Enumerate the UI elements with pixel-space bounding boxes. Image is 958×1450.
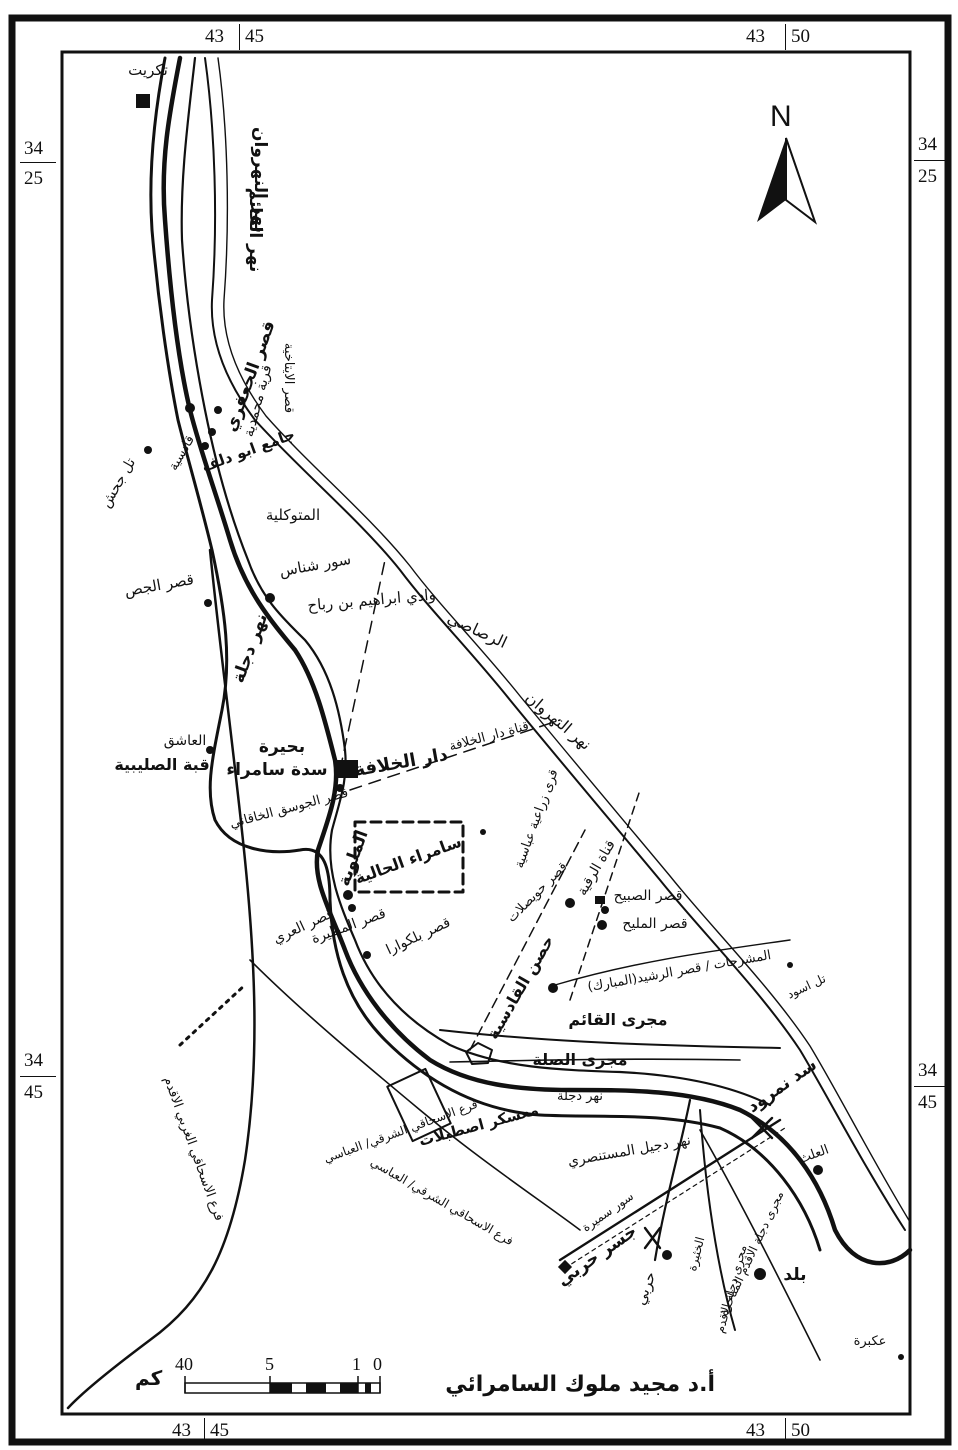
label-qasr-balkuwara: قصر بلكوارا bbox=[384, 915, 453, 959]
coord-left-1: 34 bbox=[24, 138, 43, 159]
label-nahr-dijla-low: نهر دجلة bbox=[557, 1089, 603, 1104]
label-sadd-nimrud: سد نمرود bbox=[744, 1055, 821, 1117]
north-arrow: N bbox=[753, 100, 819, 230]
label-tal-aswad: تل اسود bbox=[785, 971, 829, 1002]
coord-top-4: 50 bbox=[791, 26, 810, 47]
coord-left-2: 25 bbox=[24, 168, 43, 189]
label-majra-alqaim: مجرى القائم bbox=[568, 1010, 667, 1029]
label-alqadisiya: قادسية bbox=[166, 433, 198, 473]
label-dar-alkhilafa: دار الخلافة bbox=[353, 744, 450, 781]
scale-tick-40: 40 bbox=[175, 1354, 193, 1374]
coord-bottom-3: 43 bbox=[746, 1420, 765, 1441]
label-tikrit: تكريت bbox=[128, 61, 168, 79]
coord-right-3: 34 bbox=[918, 1060, 937, 1081]
label-nahr-dujail: نهر دجيل المستنصري bbox=[567, 1132, 693, 1169]
label-harbi: حربي bbox=[631, 1269, 661, 1308]
coord-right-1: 34 bbox=[918, 134, 937, 155]
inner-frame bbox=[60, 50, 912, 1416]
qanat-ruqayyia bbox=[469, 829, 586, 1051]
label-qanat-ruqayyia: قناة الرقية bbox=[574, 837, 618, 898]
coord-right-2: 25 bbox=[918, 166, 937, 187]
coord-right-4: 45 bbox=[918, 1092, 937, 1113]
dujail-river bbox=[653, 1098, 692, 1262]
mushrahat-line bbox=[554, 939, 791, 986]
label-qasr-huwaisil: قصر حويصلات bbox=[504, 859, 570, 925]
sadd-nimrud bbox=[750, 1116, 774, 1140]
label-qasr-aljiss: قصر الجص bbox=[123, 570, 195, 600]
tikrit-marker bbox=[136, 94, 150, 108]
label-alalath: العلث bbox=[797, 1142, 831, 1167]
jisr-harbi bbox=[643, 1226, 662, 1250]
dar-alkhilafa-marker bbox=[336, 760, 358, 778]
scale-tick-5: 5 bbox=[265, 1354, 274, 1374]
label-almushrahat: المشرحات / قصر الرشيد(المبارك) bbox=[586, 948, 772, 995]
canal-to-east bbox=[569, 789, 641, 1001]
label-nahr-alqaim: نهر القائم bbox=[245, 188, 265, 273]
hisn-qadisiya-outline bbox=[465, 1042, 493, 1065]
majra-alqaim bbox=[439, 1029, 781, 1049]
label-far-ishaqi-sharqi-2: فرع الاسحاقي الشرقي/ العباسي bbox=[368, 1155, 516, 1249]
label-alkhuthaira: الخثيرة bbox=[685, 1235, 709, 1273]
author-credit: أ.د مجيد ملوك السامرائي bbox=[445, 1372, 715, 1397]
label-qasr-alaiwan: قصر الايتاخية bbox=[281, 343, 296, 413]
label-qanat-dar-alkhilafa: قناة دار الخلافة bbox=[448, 719, 531, 755]
north-arrow-icon bbox=[757, 137, 818, 225]
dujail-river-2 bbox=[699, 1109, 736, 1331]
sur-sumaira-2 bbox=[564, 1127, 786, 1269]
label-majra-alsila: مجرى الصلة bbox=[532, 1050, 627, 1069]
label-tal-jahash: تل جحش bbox=[98, 455, 139, 510]
label-qubbat-alsulaibiya: قبة الصليبية bbox=[114, 755, 209, 774]
north-letter: N bbox=[770, 100, 792, 133]
outer-frame bbox=[8, 14, 952, 1446]
qanat-dar-alkhilafa bbox=[349, 719, 561, 791]
coord-left-4: 45 bbox=[24, 1082, 43, 1103]
nahrawan-canal bbox=[204, 57, 906, 1231]
nahrawan-canal-inner bbox=[217, 57, 911, 1223]
label-buhaira: بحيرة bbox=[259, 737, 305, 757]
tigris-west-bank bbox=[149, 56, 822, 1252]
coord-bottom-4: 50 bbox=[791, 1420, 810, 1441]
label-nahr-alnahrawan: نهر النهروان bbox=[521, 688, 595, 755]
label-sur-shinas: سور شناس bbox=[278, 550, 352, 580]
coord-bottom-1: 43 bbox=[172, 1420, 191, 1441]
coord-left-3: 34 bbox=[24, 1050, 43, 1071]
label-far-ishaqi-gharbi: فرع الاسحاقي الغربي الاقدم bbox=[160, 1075, 226, 1223]
scale-unit: كم bbox=[135, 1366, 163, 1390]
scale-tick-0: 0 bbox=[373, 1354, 382, 1374]
label-wadi-ibrahim: وادي ابراهيم بن رباح bbox=[307, 585, 437, 615]
istablat-camp bbox=[386, 1067, 452, 1143]
sur-sumaira bbox=[558, 1118, 782, 1262]
tigris-river bbox=[161, 55, 913, 1266]
coord-top-1: 43 bbox=[205, 26, 224, 47]
scale-bar bbox=[184, 1376, 381, 1394]
coord-top-3: 43 bbox=[746, 26, 765, 47]
ishaqi-west-branch bbox=[66, 548, 256, 1410]
ishaqi-east-branch bbox=[249, 959, 581, 1231]
coord-top-2: 45 bbox=[245, 26, 264, 47]
coord-bottom-2: 45 bbox=[210, 1420, 229, 1441]
label-balad: بلد bbox=[783, 1265, 806, 1285]
label-ukbara: عكبرة bbox=[854, 1334, 887, 1349]
label-nahr-dijla: نهر دجلة bbox=[229, 611, 273, 686]
road-dar-alkhilafa bbox=[339, 559, 386, 771]
label-almutawakkiliya: المتوكلية bbox=[266, 506, 320, 524]
label-qasr-subh: قصر الصبيح bbox=[614, 888, 683, 904]
old-tigris-course bbox=[699, 1129, 821, 1361]
label-saddat-samarra: سدة سامراء bbox=[226, 760, 327, 780]
majra-alsila bbox=[449, 1058, 741, 1063]
label-hisn-alqadisiya: حصن القادسية bbox=[483, 932, 558, 1042]
label-alashiq: العاشق bbox=[164, 733, 207, 749]
samarra-modern-outline bbox=[353, 820, 465, 894]
label-nahr-alnahrawan-top: نهر النهروان bbox=[250, 127, 270, 233]
dotted-western-track bbox=[178, 983, 247, 1047]
label-qura-ziraiya: قرى زراعية عباسية bbox=[512, 767, 562, 870]
label-qasr-almulih: قصر المليح bbox=[622, 916, 687, 932]
scale-tick-1: 1 bbox=[352, 1354, 361, 1374]
label-majra-dijla-aqdam: مجرى دجلة الاقدم المتأخرة bbox=[714, 1188, 787, 1318]
qasr-jaafari-dot bbox=[185, 403, 195, 413]
